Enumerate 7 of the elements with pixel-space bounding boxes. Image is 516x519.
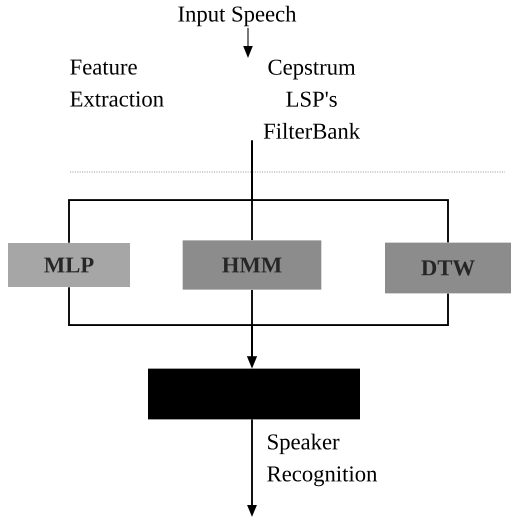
model-box: MLP: [8, 243, 130, 287]
title-text: Input Speech: [178, 6, 296, 26]
edge-label: Speaker Recognition: [267, 434, 378, 486]
model-box: HMM: [182, 240, 322, 290]
filled-box: [148, 368, 360, 420]
feature-text: Feature Extraction Cepstrum LSP's FilterBank: [70, 60, 360, 139]
model-box: DTW: [385, 242, 511, 294]
